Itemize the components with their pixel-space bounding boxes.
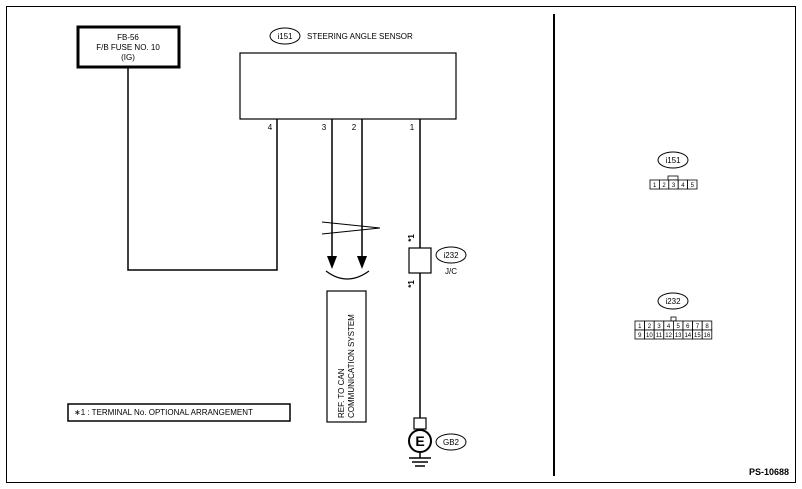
i232-pin-number: 12	[665, 333, 672, 339]
can-reference-box: REF. TO CAN COMMUNICATION SYSTEM	[326, 290, 367, 423]
shield-arc	[325, 270, 370, 280]
connector-view-i151-tag	[657, 151, 689, 169]
connector-view-i151-label: i151	[665, 156, 681, 165]
terminal-note: ∗1 : TERMINAL No. OPTIONAL ARRANGEMENT	[67, 403, 291, 422]
arrow-pin2	[357, 256, 367, 269]
connector-view-i232-label: i232	[665, 297, 681, 306]
steering-angle-sensor: i151 STEERING ANGLE SENSOR 4 3 2 1	[239, 27, 457, 132]
sensor-connector-label: i151	[277, 32, 293, 41]
sensor-box	[239, 52, 457, 120]
sensor-pin-2: 2	[352, 123, 357, 132]
joint-type-label: J/C	[445, 267, 457, 276]
i151-pin-number: 5	[691, 183, 695, 189]
ground-symbol: E GB2	[408, 417, 467, 467]
i232-pin-number: 4	[667, 324, 671, 330]
i232-pin-cell	[701, 329, 713, 340]
connector-view-i232-key	[670, 316, 677, 322]
ground-label: GB2	[443, 438, 460, 447]
can-ref-line-2: COMMUNICATION SYSTEM	[347, 314, 356, 418]
i151-pin-number: 3	[672, 183, 676, 189]
joint-mark-bottom: *1	[407, 280, 416, 288]
i151-pin-number: 2	[662, 183, 666, 189]
i232-pin-number: 5	[677, 324, 681, 330]
diagram-frame	[6, 6, 796, 483]
i151-pin-cell	[687, 179, 698, 190]
fuse-line-3: (IG)	[121, 53, 135, 62]
i151-pin-number: 4	[681, 183, 685, 189]
i232-pin-number: 9	[638, 333, 642, 339]
fuse-box: FB-56 F/B FUSE NO. 10 (IG)	[76, 25, 181, 69]
fuse-line-1: FB-56	[117, 33, 139, 42]
sensor-pin-1: 1	[410, 123, 415, 132]
joint-connector: *1 *1 i232 J/C	[407, 234, 467, 288]
sensor-pin-4: 4	[268, 123, 273, 132]
wires	[127, 67, 421, 418]
joint-connector-label: i232	[443, 251, 459, 260]
fuse-line-2: F/B FUSE NO. 10	[96, 43, 160, 52]
connector-view-i151-key	[667, 175, 679, 181]
joint-mark-top: *1	[407, 234, 416, 242]
sensor-name: STEERING ANGLE SENSOR	[307, 32, 413, 41]
joint-box	[408, 247, 432, 274]
i232-pin-number: 11	[656, 333, 663, 339]
connector-tag-i151	[269, 27, 301, 45]
i232-pin-number: 13	[675, 333, 682, 339]
i232-pin-number: 3	[657, 324, 661, 330]
arrow-pin3	[327, 256, 337, 269]
ground-tag	[435, 433, 467, 451]
i232-pin-number: 10	[646, 333, 653, 339]
i232-pin-number: 1	[638, 324, 642, 330]
i232-pin-number: 14	[684, 333, 691, 339]
twisted-pair-symbol	[321, 221, 381, 235]
i232-pin-number: 6	[686, 324, 690, 330]
connector-tag-i232	[435, 246, 467, 264]
ground-terminal	[413, 417, 427, 430]
can-ref-line-1: REF. TO CAN	[337, 368, 346, 418]
i151-pin-number: 1	[653, 183, 657, 189]
terminal-note-text: ∗1 : TERMINAL No. OPTIONAL ARRANGEMENT	[74, 408, 253, 417]
wire-fuse-pin4	[127, 67, 278, 271]
connector-view-i232-tag	[657, 292, 689, 310]
i232-pin-number: 8	[705, 324, 709, 330]
i232-pin-number: 7	[696, 324, 700, 330]
ground-e-symbol: E	[415, 433, 424, 449]
figure-id: PS-10688	[749, 467, 789, 477]
sensor-pin-3: 3	[322, 123, 327, 132]
i232-pin-number: 2	[648, 324, 652, 330]
i232-pin-number: 15	[694, 333, 701, 339]
i232-pin-number: 16	[704, 333, 711, 339]
